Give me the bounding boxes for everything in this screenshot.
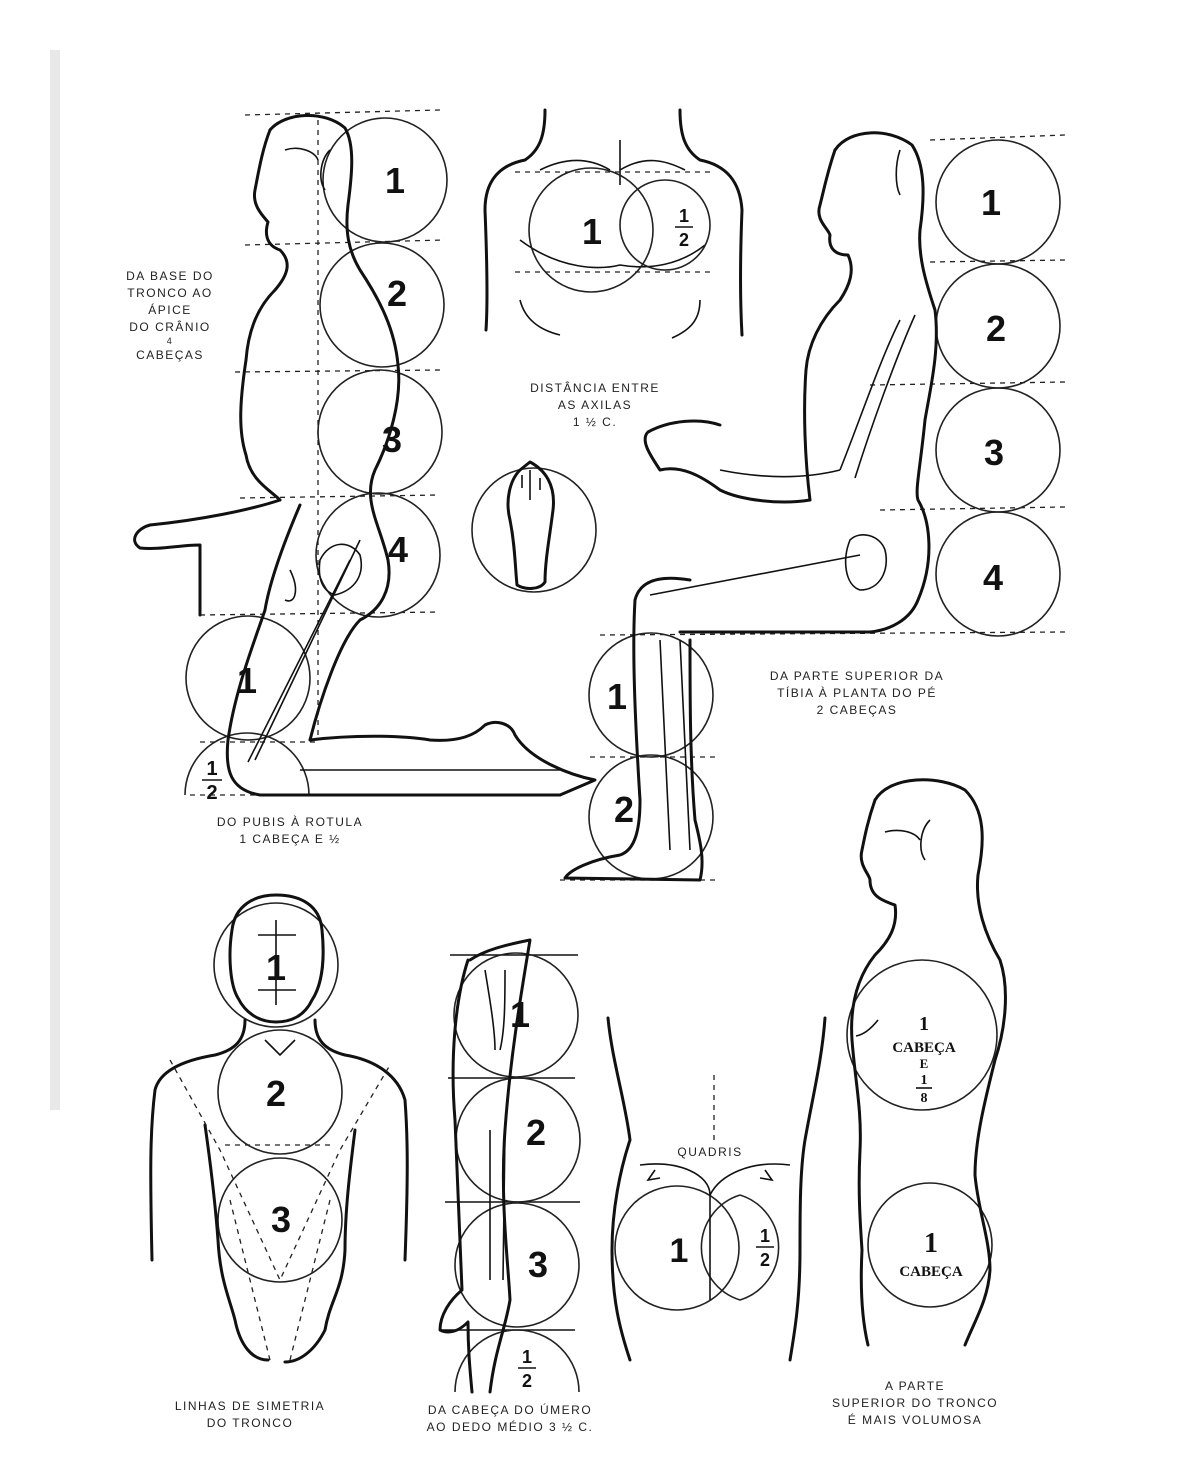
- caption-line: É MAIS VOLUMOSA: [847, 1413, 983, 1427]
- caption-line: DA CABEÇA DO ÚMERO: [427, 1403, 593, 1417]
- chest-head-circle-half: [664, 179, 711, 271]
- kneel-num-1-lower: 1: [237, 660, 257, 701]
- side-eighth-den: 8: [921, 1091, 928, 1106]
- chest-front-figure: [483, 108, 744, 339]
- chest-num-1: 1: [582, 211, 602, 252]
- caption-line: DO CRÂNIO: [129, 320, 211, 334]
- seated-num-1-lower: 1: [607, 676, 627, 717]
- caption-line: AS AXILAS: [557, 398, 633, 412]
- hips-half-den: 2: [760, 1250, 770, 1270]
- caption-line: 4: [166, 336, 174, 346]
- hips-num-1: 1: [670, 1232, 689, 1270]
- caption-pubis-to-knee: DO PUBIS À ROTULA 1 CABEÇA E ½: [200, 814, 380, 848]
- arm-figure: [438, 938, 581, 1394]
- caption-hips: QUADRIS: [650, 1144, 770, 1161]
- caption-tibia-to-sole: DA PARTE SUPERIOR DA TÍBIA À PLANTA DO P…: [752, 668, 962, 719]
- seated-num-2: 2: [986, 308, 1006, 349]
- seated-guide-lines: [560, 134, 1066, 881]
- caption-line: DA BASE DO: [126, 269, 214, 283]
- hips-back-figure: [606, 1016, 827, 1362]
- chest-half-num: 1: [679, 206, 689, 226]
- caption-line: QUADRIS: [677, 1145, 743, 1159]
- caption-humerus: DA CABEÇA DO ÚMERO AO DEDO MÉDIO 3 ½ C.: [405, 1402, 615, 1436]
- caption-line: 1 CABEÇA E ½: [239, 832, 341, 846]
- kneel-num-3: 3: [382, 419, 402, 460]
- seated-num-4: 4: [983, 557, 1003, 598]
- arm-num-2: 2: [526, 1112, 546, 1153]
- side-eighth-num: 1: [921, 1073, 928, 1088]
- caption-line: DO PUBIS À ROTULA: [216, 815, 364, 829]
- arm-num-3: 3: [528, 1244, 548, 1285]
- chest-half-den: 2: [679, 230, 689, 250]
- arm-half-num: 1: [522, 1347, 532, 1367]
- kneel-half-num: 1: [206, 758, 217, 780]
- page-edge-shadow: [50, 50, 60, 1110]
- caption-line: AO DEDO MÉDIO 3 ½ C.: [426, 1420, 594, 1434]
- kneeling-head-circles: [184, 117, 448, 796]
- caption-line: ÁPICE: [148, 303, 192, 317]
- sym-num-3: 3: [271, 1199, 291, 1240]
- seated-num-1: 1: [981, 182, 1001, 223]
- kneel-num-1: 1: [385, 160, 405, 201]
- symmetry-torso-figure: [149, 893, 409, 1364]
- caption-line: LINHAS DE SIMETRIA: [174, 1399, 326, 1413]
- caption-upper-trunk: A PARTE SUPERIOR DO TRONCO É MAIS VOLUMO…: [810, 1378, 1020, 1429]
- arm-num-1: 1: [510, 994, 530, 1035]
- hips-half-num: 1: [760, 1226, 770, 1246]
- caption-line: DISTÂNCIA ENTRE: [530, 381, 660, 395]
- side-e: E: [920, 1056, 929, 1071]
- kneeling-guide-lines: [190, 109, 446, 796]
- proportion-numbers: 1 2 3 4 1 1 2 1 1 2 1 2 3 4 1 2 1 2 3 1 …: [202, 160, 1006, 1391]
- seated-num-2-lower: 2: [614, 789, 634, 830]
- side-cabeca-lower: CABEÇA: [899, 1264, 963, 1280]
- side-cabeca-upper: CABEÇA: [892, 1040, 956, 1056]
- side-torso-figure: [846, 778, 1007, 1347]
- sym-num-2: 2: [266, 1073, 286, 1114]
- kneeling-figure: [133, 109, 597, 797]
- caption-line: TÍBIA À PLANTA DO PÉ: [777, 686, 937, 700]
- caption-line: 2 CABEÇAS: [816, 703, 898, 717]
- seated-num-3: 3: [984, 432, 1004, 473]
- caption-line: CABEÇAS: [136, 348, 204, 362]
- caption-line: DA PARTE SUPERIOR DA: [769, 669, 945, 683]
- kneel-num-2: 2: [387, 273, 407, 314]
- arm-half-den: 2: [522, 1371, 532, 1391]
- kneeling-body-outline: [133, 114, 597, 797]
- caption-line: 1 ½ C.: [572, 415, 618, 429]
- caption-line: SUPERIOR DO TRONCO: [831, 1396, 999, 1410]
- caption-armpit-distance: DISTÂNCIA ENTRE AS AXILAS 1 ½ C.: [515, 380, 675, 431]
- seated-body-outline: [563, 131, 938, 882]
- foot-sole-figure: [471, 460, 597, 593]
- kneel-num-4: 4: [388, 529, 408, 570]
- caption-line: A PARTE: [884, 1379, 946, 1393]
- caption-symmetry: LINHAS DE SIMETRIA DO TRONCO: [150, 1398, 350, 1432]
- side-num-1-lower: 1: [924, 1228, 938, 1259]
- seated-figure: [560, 131, 1066, 882]
- kneel-half-den: 2: [206, 782, 217, 804]
- sym-num-1: 1: [266, 947, 286, 988]
- side-num-1-upper: 1: [919, 1013, 929, 1035]
- seated-head-circles: [588, 139, 1061, 880]
- caption-line: TRONCO AO: [127, 286, 213, 300]
- chest-head-circle-1: [528, 167, 654, 293]
- caption-trunk-to-skull: DA BASE DO TRONCO AO ÁPICE DO CRÂNIO 4 C…: [115, 268, 225, 364]
- caption-line: DO TRONCO: [206, 1416, 294, 1430]
